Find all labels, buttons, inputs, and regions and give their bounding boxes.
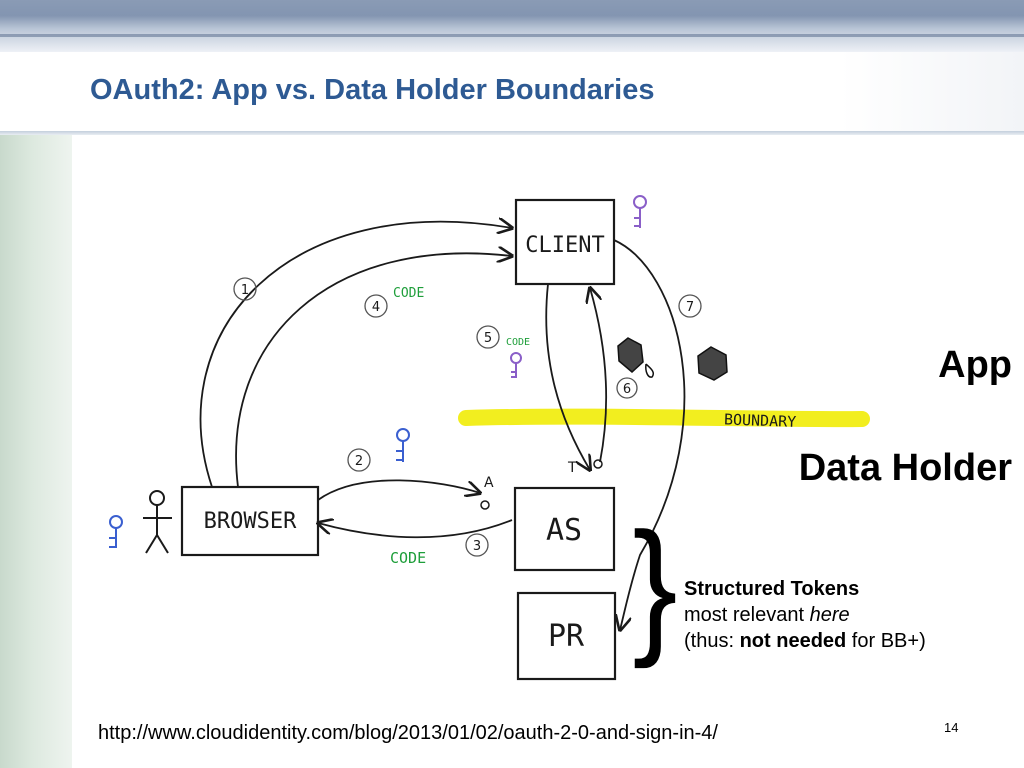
- oauth-flow-diagram: BOUNDARY CLIENT BROWSER AS PR 1 2 3: [109, 195, 870, 681]
- title-divider: [0, 131, 1024, 135]
- step-6: 6: [623, 382, 631, 397]
- step-3: 3: [473, 539, 481, 554]
- code-label-step-5: CODE: [506, 337, 530, 348]
- step-circles: 1 2 3 4 5 6 7: [233, 277, 702, 557]
- t-marker: T: [567, 460, 577, 476]
- key-icon: [633, 195, 647, 228]
- code-label-step-4: CODE: [393, 286, 424, 301]
- slide-title: OAuth2: App vs. Data Holder Boundaries: [90, 74, 655, 106]
- browser-label: BROWSER: [204, 509, 297, 534]
- structured-tokens-note: Structured Tokens most relevant here (th…: [684, 576, 926, 654]
- arrow-step-2: [317, 479, 480, 501]
- tokens-line-3-prefix: (thus:: [684, 630, 740, 652]
- tokens-line-2-text: most relevant: [684, 604, 810, 626]
- step-5: 5: [484, 331, 492, 346]
- token-gem-icon: [697, 346, 728, 381]
- curly-brace: }: [632, 501, 678, 669]
- tokens-line-3-suffix: for BB+): [846, 630, 926, 652]
- a-marker: A: [484, 475, 494, 491]
- side-accent-strip: [0, 135, 72, 768]
- token-gem-icon: [617, 337, 655, 378]
- step-2: 2: [355, 454, 363, 469]
- key-icon: [396, 428, 410, 462]
- boundary-label: BOUNDARY: [724, 410, 797, 431]
- code-label-step-3: CODE: [390, 549, 426, 567]
- header-bar: [0, 0, 1024, 52]
- arrow-step-6: [590, 288, 607, 463]
- tokens-line-2-emphasis: here: [809, 604, 850, 626]
- client-label: CLIENT: [525, 233, 604, 258]
- arrow-step-3: [318, 520, 513, 539]
- arrow-client-to-as: [545, 283, 590, 470]
- tokens-line-3: (thus: not needed for BB+): [684, 628, 926, 654]
- as-node: AS: [513, 486, 616, 572]
- arrow-step-7: [613, 239, 686, 630]
- arrow-step-4: [235, 253, 512, 488]
- app-region-label: App: [938, 344, 1012, 386]
- as-label: AS: [546, 513, 582, 548]
- pr-label: PR: [548, 619, 585, 654]
- boundary-line: [458, 408, 870, 428]
- page-number: 14: [944, 720, 959, 735]
- key-icon: [510, 352, 522, 378]
- user-figure: [143, 490, 172, 554]
- step-7: 7: [686, 300, 694, 315]
- step-1: 1: [241, 283, 249, 298]
- tokens-line-3-bold: not needed: [739, 630, 847, 652]
- step-4: 4: [372, 300, 380, 315]
- tokens-heading: Structured Tokens: [684, 578, 860, 600]
- client-node: CLIENT: [514, 198, 616, 286]
- source-url[interactable]: http://www.cloudidentity.com/blog/2013/0…: [98, 722, 718, 744]
- key-icon: [109, 515, 123, 548]
- pr-node: PR: [516, 591, 617, 681]
- title-band: [0, 52, 1024, 134]
- data-holder-region-label: Data Holder: [798, 447, 1012, 489]
- tokens-line-2: most relevant here: [684, 602, 926, 628]
- arrow-step-1: [199, 222, 512, 488]
- browser-node: BROWSER: [180, 485, 320, 557]
